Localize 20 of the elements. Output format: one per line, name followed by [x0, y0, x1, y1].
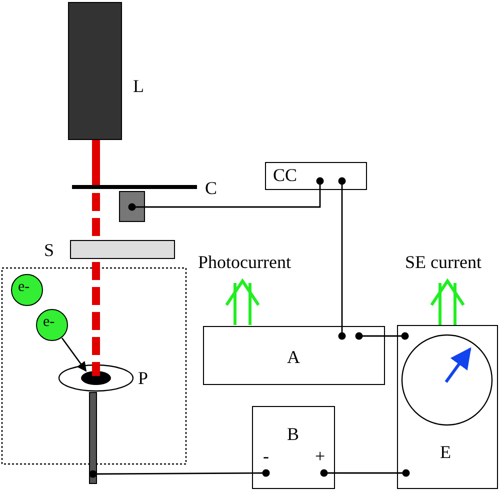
terminal-label: + [315, 446, 326, 466]
current-label: SE current [405, 252, 482, 272]
wire [355, 332, 409, 340]
component-label: E [440, 442, 451, 462]
terminal-label: - [263, 446, 269, 466]
component-label: CC [273, 165, 298, 185]
wire [338, 177, 346, 340]
component-label: L [133, 76, 144, 96]
wire [89, 469, 270, 478]
wire [320, 469, 410, 477]
component-label: B [287, 424, 300, 444]
component-label: P [138, 368, 148, 388]
component-label: C [205, 178, 218, 198]
wire [128, 177, 324, 211]
component-label: S [44, 240, 54, 260]
arrow [61, 338, 87, 372]
electron-label: e- [18, 278, 30, 297]
electron-label: e- [43, 313, 55, 332]
component-label: A [287, 347, 300, 367]
current-label: Photocurrent [198, 252, 291, 272]
